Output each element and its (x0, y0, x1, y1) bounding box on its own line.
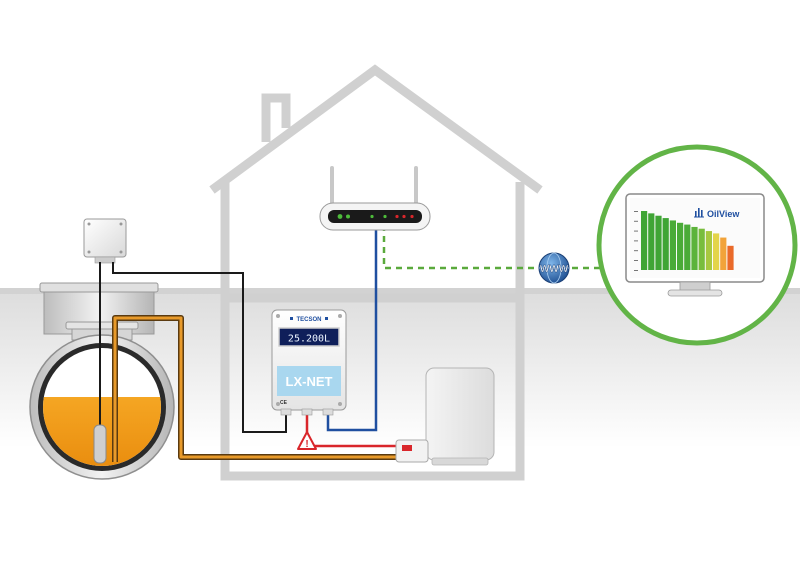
y-tick (634, 250, 638, 252)
ce-mark: CE (280, 400, 288, 406)
y-tick (634, 240, 638, 242)
warning-symbol: ! (305, 439, 308, 450)
level-probe (93, 262, 107, 464)
chart-bar-6 (677, 222, 684, 270)
chart-bar-9 (698, 228, 705, 270)
ground-line (0, 288, 800, 294)
warning-icon: ! (297, 431, 317, 450)
lx-net-device: TECSON 25.200L LX-NET CE (271, 309, 347, 416)
app-name: OilView (707, 209, 740, 219)
oilview-chart-icon (694, 208, 704, 218)
chart-bar-4 (662, 218, 669, 270)
internet-link (382, 225, 604, 270)
brand-label: TECSON (296, 317, 321, 323)
chart-bar-12 (720, 237, 727, 270)
sensor-cable (112, 262, 287, 433)
y-tick (634, 220, 638, 222)
oil-boiler (395, 367, 495, 466)
network-cable (326, 225, 378, 432)
chart-bar-10 (705, 231, 712, 270)
chart-bar-5 (669, 220, 676, 270)
chart-bar-7 (684, 224, 691, 270)
y-tick (634, 211, 638, 212)
chart-bar-11 (713, 233, 720, 270)
sensor-junction-box (83, 218, 127, 264)
model-label: LX-NET (286, 374, 333, 389)
consumption-chart (634, 211, 734, 271)
chart-bar-13 (727, 245, 734, 270)
chart-bar-8 (691, 226, 698, 270)
display-value: 25.200L (288, 334, 330, 345)
fuel-line (112, 315, 398, 462)
chart-bar-1 (641, 211, 648, 270)
house (209, 64, 543, 481)
y-tick (634, 230, 638, 232)
device-label-panel (277, 366, 341, 396)
chart-bar-3 (655, 215, 662, 270)
chart-bar-2 (648, 213, 655, 270)
www-globe-icon: WWW (538, 252, 570, 284)
router (319, 166, 431, 231)
device-display (278, 327, 340, 347)
y-tick (634, 260, 638, 261)
www-label: WWW (540, 264, 569, 275)
y-tick (634, 270, 638, 271)
oilview-monitor: OilView (596, 144, 798, 346)
